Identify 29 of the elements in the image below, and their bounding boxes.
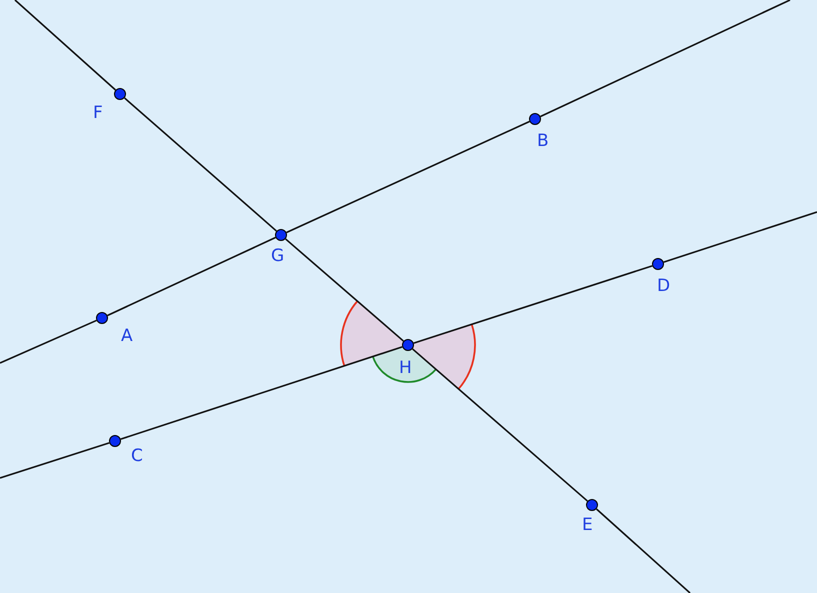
point <box>652 258 664 270</box>
point-label: A <box>121 327 133 345</box>
line-segment <box>0 442 110 479</box>
line-segment <box>663 211 817 263</box>
line-segment <box>120 346 403 440</box>
line-segment <box>412 348 588 502</box>
point-label: C <box>131 447 143 465</box>
line-segment <box>14 0 116 91</box>
point-label: H <box>399 359 412 377</box>
line-segment <box>124 97 278 232</box>
line-segment <box>285 238 404 342</box>
point <box>586 499 598 511</box>
line-segment <box>596 508 691 593</box>
point-label: F <box>93 104 103 122</box>
point-label: E <box>582 516 593 534</box>
point-label: B <box>537 132 549 150</box>
point <box>529 113 541 125</box>
line-segment <box>413 265 653 344</box>
point-label: D <box>657 277 670 295</box>
point <box>109 435 121 447</box>
point <box>402 339 414 351</box>
point-label: G <box>271 247 284 265</box>
point <box>96 312 108 324</box>
line-segment <box>286 120 530 234</box>
line-segment <box>0 320 97 364</box>
line-segment <box>540 0 790 118</box>
point <box>114 88 126 100</box>
point <box>275 229 287 241</box>
line-segment <box>107 236 276 316</box>
